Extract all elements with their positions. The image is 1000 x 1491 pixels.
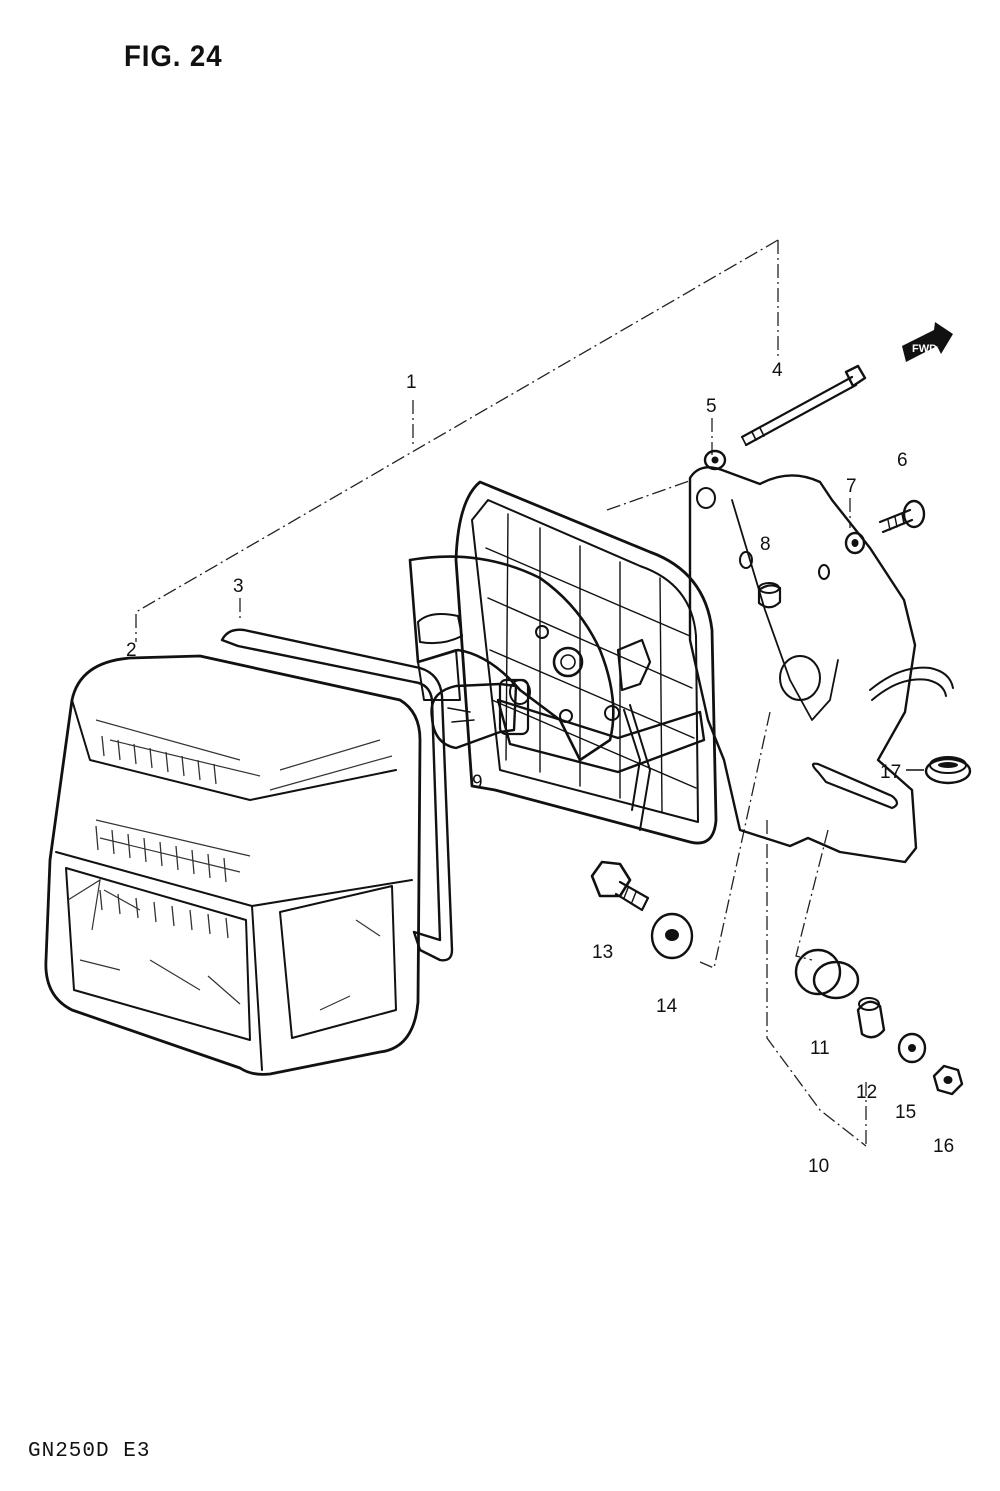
bolt-part-13 — [590, 860, 650, 912]
model-code: GN250D E3 — [28, 1440, 151, 1463]
callout-1: 1 — [406, 372, 417, 393]
washer-part-14 — [650, 912, 694, 960]
callout-16: 16 — [933, 1136, 954, 1157]
forward-arrow-label: FWD — [912, 343, 937, 355]
nut-part-16 — [932, 1064, 964, 1096]
lamp-housing — [454, 480, 718, 845]
forward-arrow-icon: FWD — [902, 322, 953, 362]
grommet-part-17 — [924, 756, 972, 785]
callout-13: 13 — [592, 942, 613, 963]
bulb-part-9 — [417, 613, 531, 750]
lens-part-2 — [44, 654, 422, 1076]
callout-12: 12 — [856, 1082, 877, 1103]
callout-8: 8 — [760, 534, 771, 555]
mounting-bracket-part-10 — [688, 466, 954, 864]
callout-14: 14 — [656, 996, 678, 1017]
collar-part-12 — [856, 997, 886, 1039]
washer-part-15 — [897, 1032, 927, 1064]
rubber-mount-part-11 — [794, 948, 860, 1000]
callout-4: 4 — [772, 360, 783, 381]
callout-11: 11 — [810, 1038, 830, 1059]
callout-6: 6 — [897, 450, 908, 471]
callout-labels: 1 2 3 4 5 6 7 8 9 10 11 12 13 14 15 16 1… — [126, 360, 954, 1177]
socket-plate — [408, 555, 652, 831]
gasket-part-3 — [220, 628, 454, 962]
callout-10: 10 — [808, 1156, 829, 1177]
callout-7: 7 — [846, 476, 857, 497]
callout-17: 17 — [880, 762, 901, 783]
callout-3: 3 — [233, 576, 244, 597]
callout-5: 5 — [706, 396, 717, 417]
callout-2: 2 — [126, 640, 137, 661]
callout-9: 9 — [472, 772, 483, 793]
long-bolt-part — [740, 364, 867, 447]
callout-15: 15 — [895, 1102, 916, 1123]
leader-lines — [135, 239, 867, 1147]
figure-title: FIG. 24 — [124, 40, 223, 73]
bolt-part-6 — [878, 499, 926, 534]
washer-part-7 — [844, 531, 866, 555]
